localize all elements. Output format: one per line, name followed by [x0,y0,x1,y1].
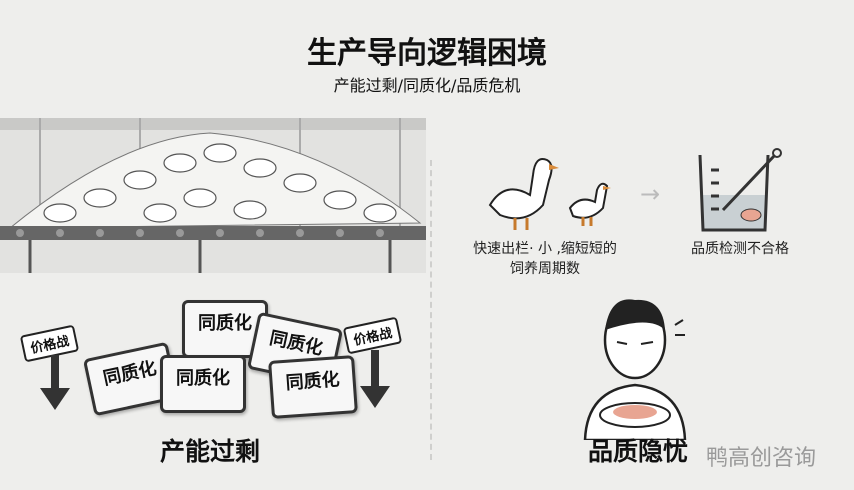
price-war-tag-right: 价格战 [342,316,403,355]
ducks-caption-line1: 快速出栏· 小 ,缩短短的 [473,241,617,257]
ducks-caption-line2: 饲养周期数 [510,261,580,277]
homogenization-card: 同质化 [160,355,246,413]
test-caption: 品质检测不合格 [691,241,789,257]
arrow-right-icon: → [640,180,661,208]
down-arrow-icon [360,350,390,408]
section-divider [430,160,432,460]
quality-concern-title: 品质隐忧 [588,437,689,466]
ducks-icon [488,158,611,230]
homogenization-card: 同质化 [268,355,358,419]
page-title: 生产导向逻辑困境 [307,36,547,71]
worried-person-icon [583,299,687,440]
page-subtitle: 产能过剩/同质化/品质危机 [333,76,521,95]
overcapacity-title: 产能过剩 [160,437,261,466]
conveyor-ducks-illustration [0,118,426,273]
watermark: 鸭高创咨询 [706,446,817,471]
beaker-test-icon [698,148,782,232]
down-arrow-icon [40,355,70,410]
